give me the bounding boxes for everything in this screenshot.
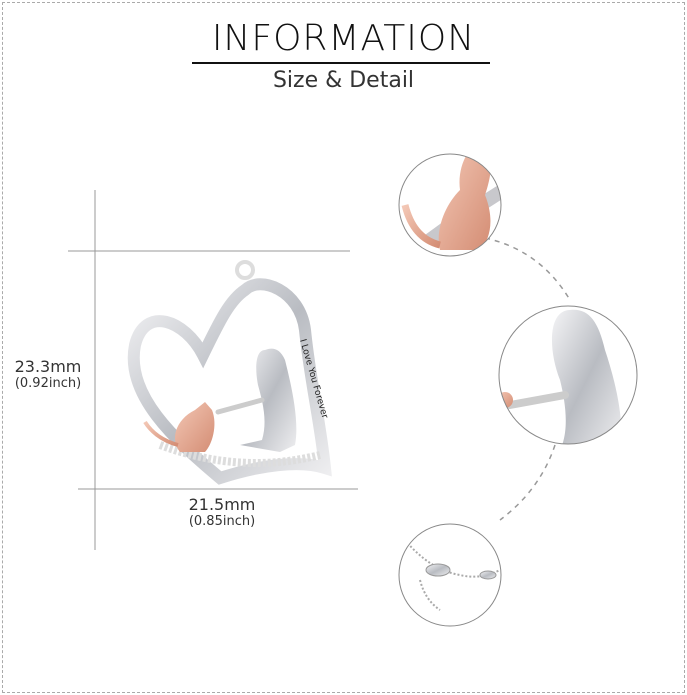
- detail-circle-clasp: [398, 523, 502, 627]
- height-dimension: 23.3mm (0.92inch): [6, 357, 90, 391]
- width-mm: 21.5mm: [188, 495, 256, 514]
- height-mm: 23.3mm: [14, 357, 82, 376]
- page-title: INFORMATION: [211, 18, 476, 59]
- connector-lines: [484, 237, 571, 521]
- title-underline: [192, 62, 490, 64]
- page-subtitle: Size & Detail: [272, 68, 415, 93]
- pendant: I Love You Forever: [127, 260, 332, 485]
- width-dimension: 21.5mm (0.85inch): [172, 495, 272, 529]
- height-inch: (0.92inch): [14, 376, 82, 391]
- detail-circle-girl: e You: [498, 305, 656, 445]
- engraving-detail: e You: [642, 350, 656, 382]
- width-inch: (0.85inch): [188, 514, 256, 529]
- dimension-lines: [68, 190, 358, 550]
- detail-circle-cat: [398, 153, 502, 257]
